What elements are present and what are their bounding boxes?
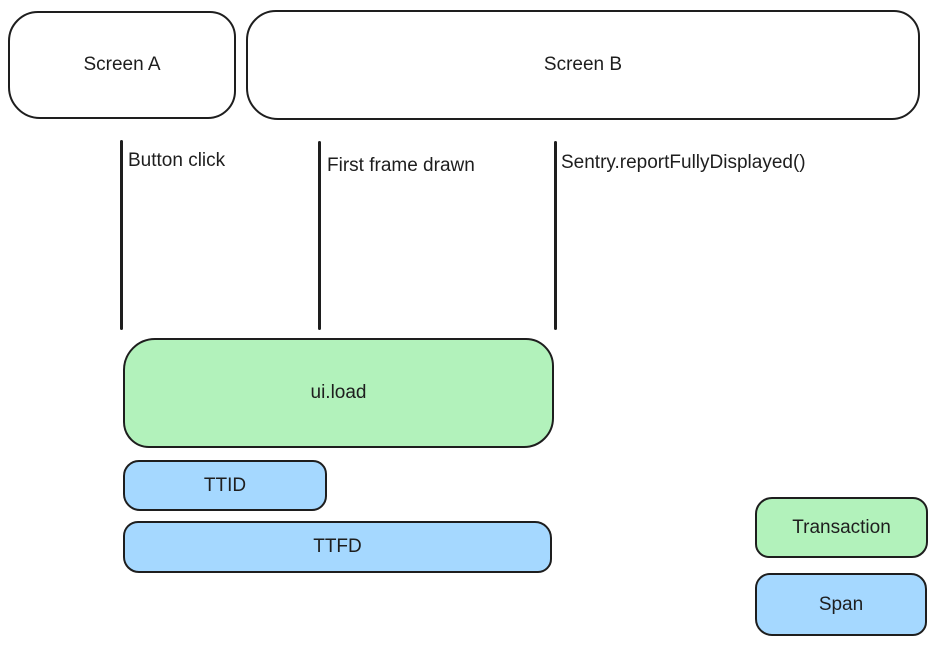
screen-a-box: Screen A (8, 11, 236, 119)
report-fully-displayed-label: Sentry.reportFullyDisplayed() (561, 152, 806, 173)
ttid-label: TTID (203, 474, 247, 496)
legend-span-label: Span (818, 593, 864, 615)
ui-load-transaction-bar: ui.load (123, 338, 554, 448)
screen-b-box: Screen B (246, 10, 920, 120)
button-click-label: Button click (128, 150, 226, 171)
legend-span-box: Span (755, 573, 927, 636)
ttid-span-bar: TTID (123, 460, 327, 511)
legend-transaction-label: Transaction (792, 516, 891, 538)
button-click-marker-line (120, 140, 123, 330)
report-fully-displayed-marker-line (554, 141, 557, 330)
ttfd-label: TTFD (313, 536, 362, 557)
screen-a-label: Screen A (83, 54, 161, 75)
ui-load-label: ui.load (310, 382, 367, 403)
first-frame-drawn-marker-line (318, 141, 321, 330)
first-frame-drawn-label: First frame drawn (327, 155, 475, 176)
ttfd-span-bar: TTFD (123, 521, 552, 573)
screen-b-label: Screen B (543, 54, 623, 75)
legend-transaction-box: Transaction (755, 497, 928, 558)
